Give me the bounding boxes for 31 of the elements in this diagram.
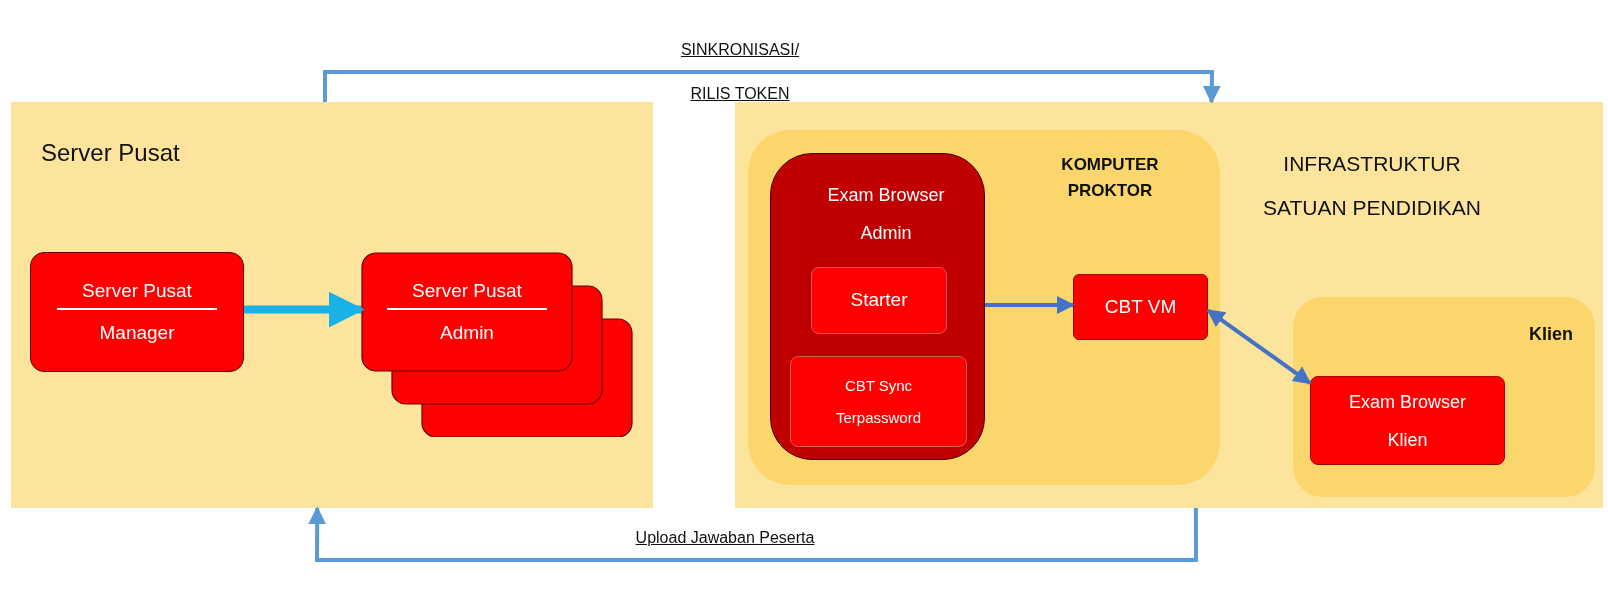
process-box [811,267,947,334]
component-group [770,153,985,460]
process-box [1073,274,1208,340]
box-label: Admin [439,321,495,345]
group-heading: INFRASTRUKTUR SATUAN PENDIDIKAN [1262,151,1482,221]
box-label: CBT VM [1104,294,1177,319]
group-panel [748,130,1220,485]
arrow [985,296,1075,314]
box-label: Manager [98,321,176,345]
edge-label: SINKRONISASI/ RILIS TOKEN [679,40,801,104]
box-label: Exam Browser Klien [1348,390,1467,452]
group-heading: KOMPUTER PROKTOR [1060,154,1160,202]
server-panel [11,102,653,508]
box-title: Server Pusat [57,274,217,310]
box-label: CBT Sync Terpassword [834,375,922,428]
process-box [30,252,244,372]
box-title: Server Pusat [387,274,547,310]
group-heading: Exam Browser Admin [826,184,946,245]
box-label: Starter [850,288,908,313]
infrastructure-panel [735,102,1603,508]
process-box [790,356,967,447]
group-panel [1293,297,1595,497]
edge-label: Upload Jawaban Peserta [634,528,816,548]
arrow [308,506,1198,562]
group-heading: Klien [1528,323,1573,346]
arrow [322,70,1221,104]
arrow [1206,308,1312,385]
process-box [1310,376,1505,465]
group-heading: Server Pusat [41,138,180,168]
arrow [244,291,365,328]
stacked-process-box [361,252,633,437]
